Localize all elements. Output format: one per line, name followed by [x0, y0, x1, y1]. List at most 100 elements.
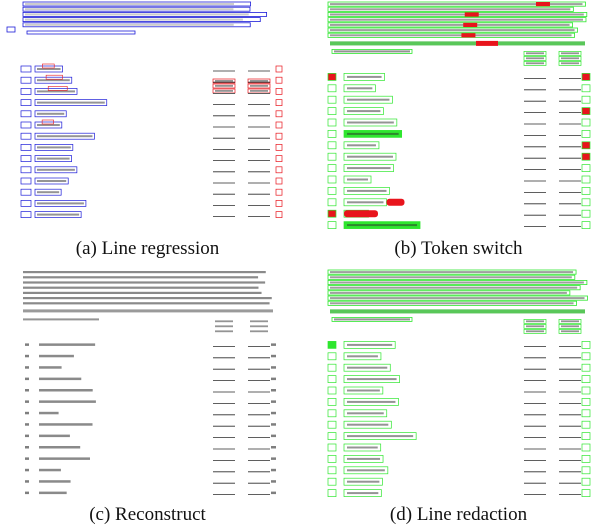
column-header-text — [526, 325, 544, 328]
column-header-text — [561, 62, 579, 65]
row-right-number — [581, 221, 591, 229]
row-label-text — [37, 157, 70, 160]
header-line — [22, 6, 251, 12]
row-right-number — [271, 389, 276, 392]
header-line — [327, 1, 586, 7]
column-header-text — [215, 80, 233, 82]
row-right-number — [581, 477, 591, 486]
subheading-text — [334, 50, 410, 53]
column-header — [212, 83, 236, 89]
subheading-text — [23, 318, 99, 321]
row-label — [343, 375, 400, 383]
row-number — [20, 132, 32, 140]
header-line — [22, 17, 261, 23]
switched-token — [476, 40, 498, 46]
row-label — [34, 88, 78, 95]
switched-token — [535, 2, 550, 7]
header-text — [330, 291, 567, 294]
row-label-text — [347, 201, 384, 204]
row-label — [343, 420, 392, 429]
row-label — [34, 99, 108, 106]
row-right-number — [581, 198, 591, 207]
row-number — [20, 121, 32, 129]
row-number — [327, 375, 337, 383]
row-label — [34, 188, 62, 196]
row-label-text — [347, 98, 390, 101]
row-label-text — [347, 87, 373, 90]
header-text — [330, 13, 584, 16]
row-label — [343, 363, 391, 372]
row-right-number — [581, 466, 591, 475]
row-number — [327, 95, 337, 104]
document-scan-d — [327, 269, 591, 497]
row-right-number — [275, 166, 283, 174]
switched-token — [464, 12, 479, 17]
header-text — [330, 8, 571, 11]
row-number — [327, 73, 337, 81]
row-number — [327, 118, 337, 127]
row-right-number — [581, 363, 591, 372]
row-label-text — [347, 132, 399, 135]
row-label-text — [347, 110, 381, 113]
row-number — [327, 386, 337, 395]
column-header — [523, 324, 547, 329]
row-right-number — [581, 386, 591, 395]
column-header — [558, 319, 582, 324]
row-label — [343, 477, 383, 486]
row-number — [25, 491, 29, 495]
row-right-number — [275, 155, 283, 162]
row-right-number — [275, 188, 283, 196]
row-right-number — [271, 468, 276, 472]
row-label — [343, 152, 397, 161]
row-number — [20, 211, 32, 218]
row-label — [343, 187, 390, 195]
row-right-number — [271, 446, 276, 449]
row-label — [34, 110, 67, 118]
row-number — [20, 188, 32, 196]
row-right-number — [275, 88, 283, 95]
row-right-number — [581, 164, 591, 172]
row-label-text — [347, 224, 418, 227]
row-label — [34, 155, 72, 162]
column-header-text — [250, 325, 268, 328]
row-label-text — [39, 377, 82, 381]
row-right-number — [271, 423, 276, 426]
row-label — [343, 95, 393, 104]
header-text — [23, 276, 259, 279]
column-header-text — [250, 90, 268, 92]
row-label — [343, 175, 372, 184]
row-label-text — [39, 423, 93, 426]
column-header-text — [250, 330, 268, 333]
header-text — [330, 18, 583, 21]
row-number — [327, 152, 337, 161]
row-number — [327, 466, 337, 475]
row-number — [327, 443, 337, 452]
row-right-number — [581, 420, 591, 429]
row-number — [25, 411, 29, 415]
row-label-text — [347, 121, 394, 124]
row-label-text — [39, 343, 96, 346]
row-number — [327, 477, 337, 486]
row-number — [327, 221, 337, 229]
column-header-text — [215, 85, 233, 87]
row-number — [327, 141, 337, 150]
header-text — [25, 8, 234, 11]
header-text — [330, 286, 578, 289]
row-label-text — [347, 75, 382, 78]
column-header — [523, 61, 547, 66]
column-header — [523, 51, 547, 56]
row-label-text — [39, 491, 67, 495]
column-header-text — [561, 57, 579, 60]
row-label-text — [37, 168, 75, 171]
column-header — [212, 78, 236, 84]
column-header-text — [561, 330, 579, 333]
row-right-number — [581, 432, 591, 440]
row-label-text — [347, 167, 391, 170]
column-header — [558, 51, 582, 56]
row-right-number — [581, 187, 591, 195]
column-header-text — [526, 62, 544, 65]
header-text — [25, 18, 243, 21]
header-line — [327, 22, 573, 28]
column-header-text — [526, 52, 544, 55]
header-text — [330, 271, 574, 274]
